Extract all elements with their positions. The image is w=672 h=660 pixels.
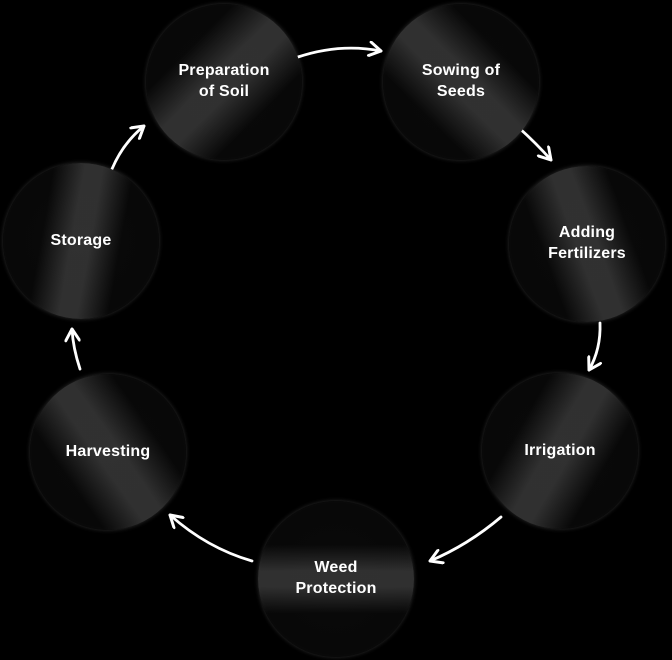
- arrow-sowing-to-fertilizers: [516, 125, 551, 160]
- stage-label-adding-fertilizers: Adding Fertilizers: [548, 224, 626, 262]
- stage-label-weed-protection: Weed Protection: [295, 559, 377, 597]
- stage-circle-sowing-of-seeds: Sowing of Seeds: [383, 4, 539, 160]
- arrow-weed-to-harvesting: [170, 515, 254, 563]
- arrow-fertilizers-to-irrigation: [589, 321, 600, 370]
- stage-label-irrigation: Irrigation: [524, 441, 596, 459]
- arrow-harvesting-to-storage: [72, 329, 82, 371]
- stage-circle-harvesting: Harvesting: [30, 374, 186, 530]
- stage-label-sowing-of-seeds: Sowing of Seeds: [421, 62, 501, 100]
- stage-circle-irrigation: Irrigation: [482, 373, 638, 529]
- stage-circle-weed-protection: Weed Protection: [258, 501, 414, 657]
- stage-label-preparation-of-soil: Preparation of Soil: [178, 62, 270, 100]
- stage-circle-preparation-of-soil: Preparation of Soil: [146, 4, 302, 160]
- arrow-storage-to-preparation: [110, 126, 144, 171]
- stage-circle-storage: Storage: [3, 163, 159, 319]
- stage-label-harvesting: Harvesting: [65, 442, 151, 460]
- stage-circle-adding-fertilizers: Adding Fertilizers: [509, 166, 665, 322]
- stage-label-storage: Storage: [50, 231, 112, 249]
- arrow-preparation-to-sowing: [296, 48, 381, 59]
- arrow-irrigation-to-weed: [430, 515, 503, 561]
